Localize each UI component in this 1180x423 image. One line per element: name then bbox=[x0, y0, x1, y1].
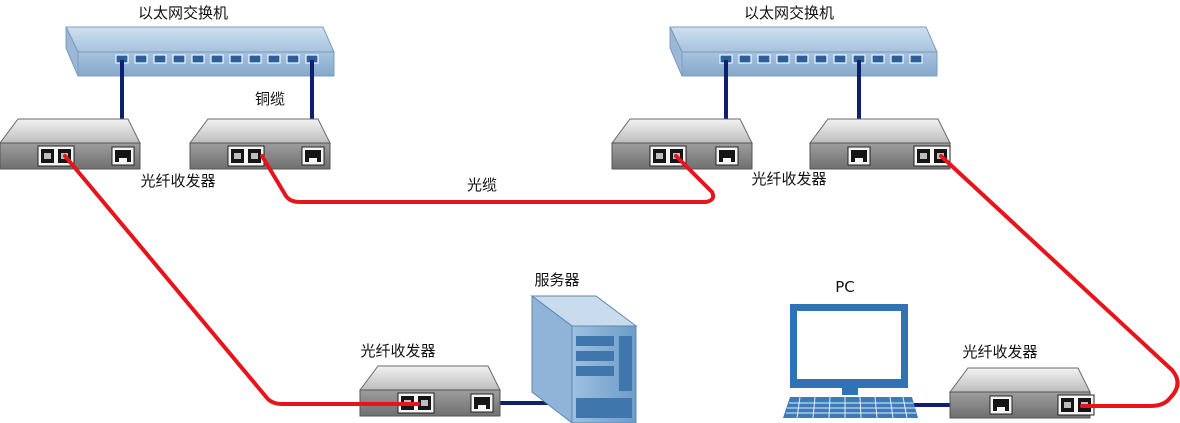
transceiver-bottom-left-label: 光纤收发器 bbox=[360, 342, 435, 360]
fiber-cable bbox=[63, 154, 420, 406]
fiber-cable-label: 光缆 bbox=[467, 176, 497, 194]
copper-cable-label: 铜缆 bbox=[255, 90, 285, 108]
switch-right-label: 以太网交换机 bbox=[744, 4, 834, 22]
server-label: 服务器 bbox=[534, 271, 579, 289]
ethernet-switch-icon bbox=[65, 26, 335, 77]
pc-monitor-icon bbox=[790, 304, 908, 395]
fiber-transceiver-icon bbox=[949, 367, 1095, 419]
transceiver-top-left-label: 光纤收发器 bbox=[140, 172, 215, 190]
pc-label: PC bbox=[835, 278, 855, 296]
fiber-cables bbox=[63, 154, 1180, 408]
fiber-transceiver-icon bbox=[809, 118, 951, 170]
fiber-transceiver-icon bbox=[189, 118, 331, 170]
ethernet-switch-icon bbox=[669, 26, 938, 77]
keyboard-icon bbox=[783, 396, 918, 419]
fiber-cable bbox=[260, 154, 716, 204]
transceiver-bottom-right-label: 光纤收发器 bbox=[962, 343, 1037, 361]
fiber-cable bbox=[939, 154, 1180, 408]
server-tower-icon bbox=[530, 295, 638, 423]
transceiver-top-right-label: 光纤收发器 bbox=[751, 170, 826, 188]
fiber-transceiver-icon bbox=[359, 365, 501, 417]
switch-left-label: 以太网交换机 bbox=[138, 4, 228, 22]
